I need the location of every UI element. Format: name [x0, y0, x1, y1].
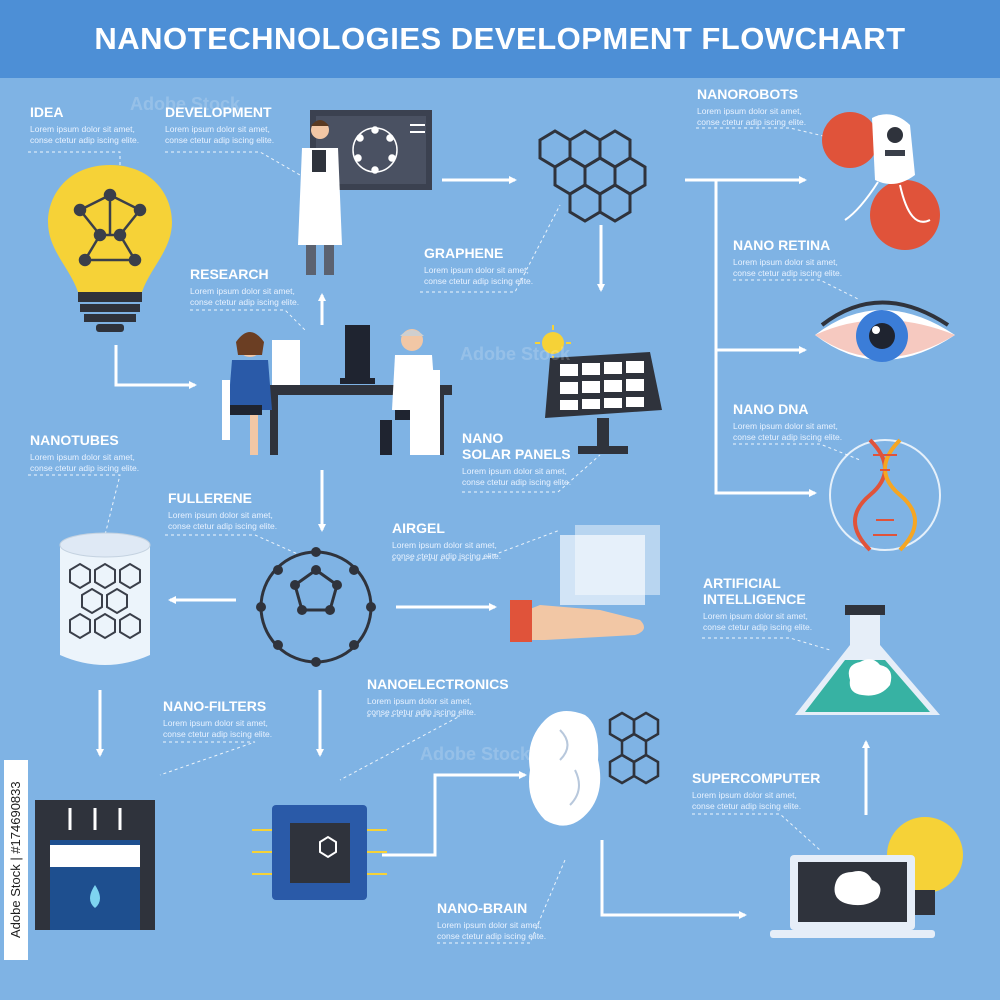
desc-nano-dna: Lorem ipsum dolor sit amet, conse ctetur…: [733, 421, 843, 442]
chip-icon: [252, 805, 387, 900]
watermark-text-1: Adobe Stock: [130, 94, 241, 114]
label-development: DEVELOPMENT: [165, 104, 272, 120]
lab-researchers-icon: [222, 325, 452, 455]
arrow-idea-to-research: [114, 345, 197, 389]
graphene-icon: [538, 129, 647, 223]
desc-idea: Lorem ipsum dolor sit amet, conse ctetur…: [30, 124, 140, 145]
desc-nano-solar: Lorem ipsum dolor sit amet, conse ctetur…: [462, 466, 572, 487]
desc-airgel: Lorem ipsum dolor sit amet, conse ctetur…: [392, 540, 502, 561]
arrow-electronics-to-brain: [382, 771, 527, 857]
laptop-icon: [770, 817, 963, 938]
header-bar: NANOTECHNOLOGIES DEVELOPMENT FLOWCHART: [0, 0, 1000, 78]
fullerene-icon: [256, 547, 376, 667]
page-title: NANOTECHNOLOGIES DEVELOPMENT FLOWCHART: [94, 21, 906, 56]
desc-ai: Lorem ipsum dolor sit amet, conse ctetur…: [703, 611, 813, 632]
watermark-text-3: Adobe Stock: [420, 744, 531, 764]
desc-fullerene: Lorem ipsum dolor sit amet, conse ctetur…: [168, 510, 278, 531]
desc-nano-retina: Lorem ipsum dolor sit amet, conse ctetur…: [733, 257, 843, 278]
flow-arrows: [96, 176, 870, 919]
nanorobot-icon: [822, 112, 940, 250]
eye-icon: [815, 300, 955, 362]
desc-nanoelectronics: Lorem ipsum dolor sit amet, conse ctetur…: [367, 696, 477, 717]
label-nano-dna: NANO DNA: [733, 401, 809, 417]
stock-id-badge: Adobe Stock | #174690833: [4, 760, 28, 960]
label-ai: ARTIFICIAL INTELLIGENCE: [703, 575, 806, 607]
flask-brain-icon: [795, 605, 940, 715]
nanotube-icon: [59, 532, 151, 665]
solar-panel-icon: [535, 325, 662, 454]
label-fullerene: FULLERENE: [168, 490, 252, 506]
brain-icon: [529, 711, 660, 826]
desc-nano-brain: Lorem ipsum dolor sit amet, conse ctetur…: [437, 920, 547, 941]
label-airgel: AIRGEL: [392, 520, 445, 536]
desc-development: Lorem ipsum dolor sit amet, conse ctetur…: [165, 124, 275, 145]
airgel-icon: [510, 525, 660, 642]
label-supercomputer: SUPERCOMPUTER: [692, 770, 821, 786]
label-nanoelectronics: NANOELECTRONICS: [367, 676, 509, 692]
lightbulb-icon: [48, 165, 172, 332]
watermark: Adobe Stock Adobe Stock Adobe Stock: [130, 94, 571, 764]
label-nanotubes: NANOTUBES: [30, 432, 119, 448]
desc-research: Lorem ipsum dolor sit amet, conse ctetur…: [190, 286, 300, 307]
desc-graphene: Lorem ipsum dolor sit amet, conse ctetur…: [424, 265, 534, 286]
arrow-brain-to-supercomputer: [600, 840, 747, 919]
watermark-text-2: Adobe Stock: [460, 344, 571, 364]
label-idea: IDEA: [30, 104, 64, 120]
arrow-to-dna: [714, 350, 817, 497]
label-nano-brain: NANO-BRAIN: [437, 900, 528, 916]
label-nano-retina: NANO RETINA: [733, 237, 831, 253]
label-research: RESEARCH: [190, 266, 269, 282]
scientist-board-icon: [298, 110, 432, 275]
dna-icon: [829, 438, 941, 552]
desc-nanotubes: Lorem ipsum dolor sit amet, conse ctetur…: [30, 452, 140, 473]
label-nano-solar: NANO SOLAR PANELS: [462, 430, 571, 462]
filter-icon: [35, 800, 155, 930]
desc-nano-filters: Lorem ipsum dolor sit amet, conse ctetur…: [163, 718, 273, 739]
desc-supercomputer: Lorem ipsum dolor sit amet, conse ctetur…: [692, 790, 802, 811]
label-nanorobots: NANOROBOTS: [697, 86, 799, 102]
desc-nanorobots: Lorem ipsum dolor sit amet, conse ctetur…: [697, 106, 807, 127]
label-graphene: GRAPHENE: [424, 245, 504, 261]
label-nano-filters: NANO-FILTERS: [163, 698, 267, 714]
